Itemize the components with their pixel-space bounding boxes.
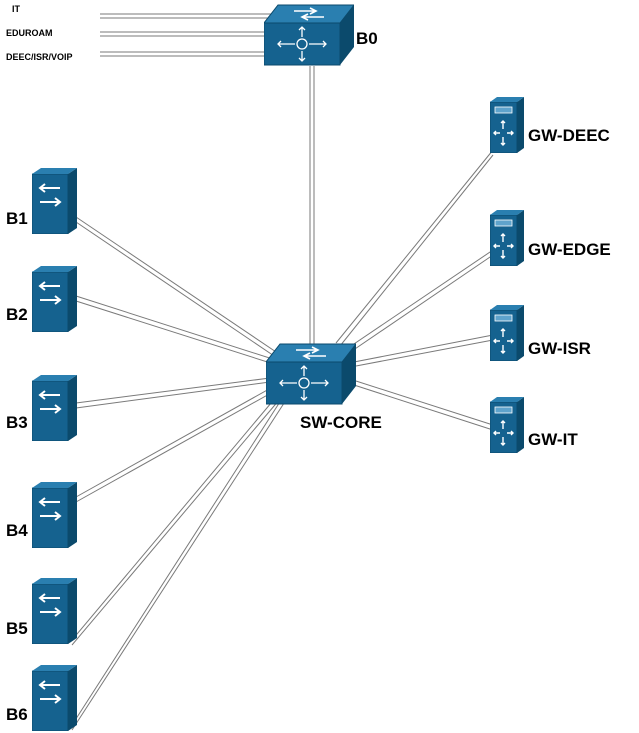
b4-label: B4 [6,521,28,540]
feed-label-it: IT [12,4,21,14]
core-switch-icon [266,343,356,405]
b4-server-icon [32,482,77,548]
link-b3-core [75,377,271,409]
feed-line-it [100,13,275,19]
gw-isr-label: GW-ISR [528,339,591,358]
b0-label: B0 [356,29,378,48]
feed-line-eduroam [100,31,275,37]
link-gw-it-core [353,380,494,431]
b5-server-icon [32,578,77,644]
b2-label: B2 [6,305,28,324]
link-b5-core [71,389,286,646]
gw-it-label: GW-IT [528,430,578,449]
gw-deec-server-icon [490,97,524,153]
feed-label-eduroam: EDUROAM [6,28,53,38]
link-b2-core [75,295,283,367]
gw-it-server-icon [490,397,524,453]
gw-isr-server-icon [490,305,524,361]
gw-edge-server-icon [490,210,524,266]
b1-server-icon [32,168,77,234]
feed-label-deec: DEEC/ISR/VOIP [6,52,73,62]
b3-label: B3 [6,413,28,432]
link-b6-core [71,393,289,731]
gw-edge-label: GW-EDGE [528,240,611,259]
b0-switch-icon [264,4,354,66]
b1-label: B1 [6,209,28,228]
b6-server-icon [32,665,77,731]
b2-server-icon [32,266,77,332]
b6-label: B6 [6,705,28,724]
b5-label: B5 [6,619,28,638]
link-gw-deec-core [335,149,494,347]
feed-line-deec [100,51,275,57]
links [71,13,494,731]
b3-server-icon [32,375,77,441]
link-b4-core [75,383,281,503]
link-b0-core [309,66,315,345]
link-b1-core [75,216,286,363]
link-gw-edge-core [344,249,494,354]
core-label: SW-CORE [300,413,382,432]
gw-deec-label: GW-DEEC [528,126,610,145]
link-gw-isr-core [353,334,494,367]
